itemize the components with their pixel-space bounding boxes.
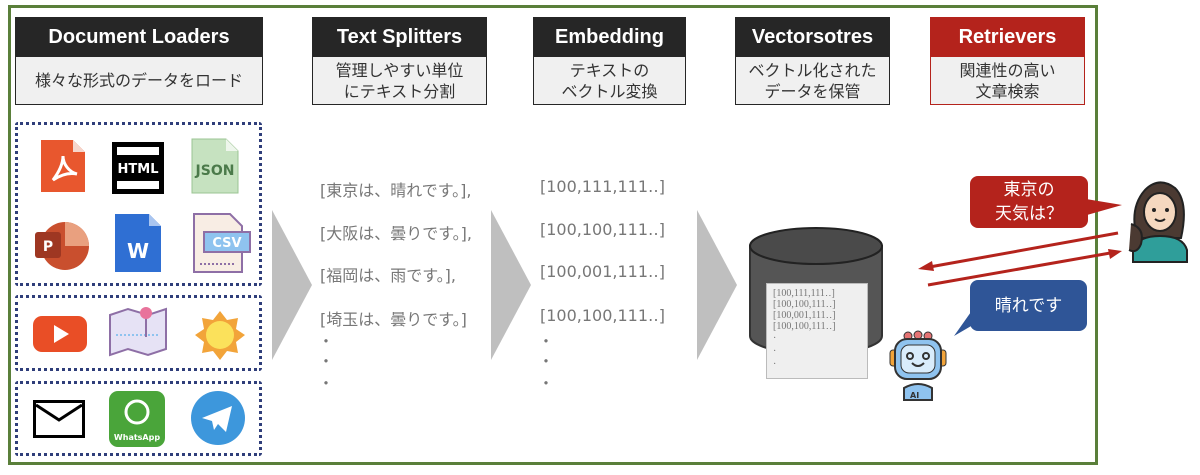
ai-robot-icon: AI bbox=[889, 330, 947, 401]
stage-embedding: Embedding テキストの ベクトル変換 bbox=[533, 17, 686, 105]
stage-retrievers: Retrievers 関連性の高い 文章検索 bbox=[930, 17, 1085, 105]
user-avatar-icon bbox=[1128, 181, 1188, 263]
csv-icon: CSV bbox=[193, 213, 251, 273]
media-sources-group bbox=[15, 295, 262, 371]
vector-row: [100,100,111‥] bbox=[540, 220, 665, 239]
stage-title: Document Loaders bbox=[15, 17, 263, 57]
ellipsis-dot: ・ bbox=[538, 332, 555, 351]
stage-title: Text Splitters bbox=[312, 17, 487, 57]
ellipsis-dot: ・ bbox=[318, 374, 335, 393]
stage-document-loaders: Document Loaders 様々な形式のデータをロード bbox=[15, 17, 263, 105]
stored-vectors-document: [100,111,111‥] [100,100,111‥] [100,001,1… bbox=[766, 283, 868, 379]
stage-title: Vectorsotres bbox=[735, 17, 890, 57]
word-icon: W bbox=[115, 214, 161, 272]
youtube-icon bbox=[33, 316, 87, 352]
stage-title: Retrievers bbox=[930, 17, 1085, 57]
json-label: JSON bbox=[195, 163, 235, 179]
flow-arrow-2 bbox=[491, 210, 531, 360]
html-label: HTML bbox=[118, 162, 159, 177]
text-chunk: [大阪は、曇りです。], bbox=[320, 224, 472, 243]
messaging-sources-group bbox=[15, 381, 262, 456]
flow-arrow-3 bbox=[697, 210, 737, 360]
ppt-label: P bbox=[43, 239, 53, 255]
document-sources-group bbox=[15, 122, 262, 286]
ellipsis-dot: ・ bbox=[318, 352, 335, 371]
powerpoint-icon: P bbox=[35, 222, 89, 270]
ellipsis-dot: ・ bbox=[538, 352, 555, 371]
stored-vector: [100,100,111‥] bbox=[773, 321, 836, 332]
stage-vectorstores: Vectorsotres ベクトル化された データを保管 bbox=[735, 17, 890, 105]
question-bubble: 東京の 天気は？ bbox=[970, 176, 1088, 228]
vector-row: [100,111,111‥] bbox=[540, 177, 665, 196]
stored-vector: [100,111,111‥] bbox=[773, 288, 835, 299]
text-chunk: [福岡は、雨です。], bbox=[320, 266, 456, 285]
mail-icon bbox=[33, 400, 85, 438]
json-icon: JSON bbox=[191, 138, 239, 194]
ellipsis-dot: ・ bbox=[538, 374, 555, 393]
vector-row: [100,100,111‥] bbox=[540, 306, 665, 325]
stored-vector: [100,100,111‥] bbox=[773, 299, 836, 310]
stage-desc: 関連性の高い 文章検索 bbox=[930, 57, 1085, 105]
ellipsis-dot: ・ bbox=[318, 332, 335, 351]
flow-arrow-1 bbox=[272, 210, 312, 360]
stage-desc: ベクトル化された データを保管 bbox=[735, 57, 890, 105]
answer-bubble: 晴れです bbox=[970, 280, 1087, 331]
query-response-arrows bbox=[918, 231, 1122, 287]
stored-vector: [100,001,111‥] bbox=[773, 310, 836, 321]
stage-text-splitters: Text Splitters 管理しやすい単位 にテキスト分割 bbox=[312, 17, 487, 105]
stage-desc: 管理しやすい単位 にテキスト分割 bbox=[312, 57, 487, 105]
stage-desc: テキストの ベクトル変換 bbox=[533, 57, 686, 105]
vector-row: [100,001,111‥] bbox=[540, 262, 665, 281]
csv-label: CSV bbox=[212, 236, 241, 251]
pdf-icon bbox=[41, 140, 85, 192]
stage-desc: 様々な形式のデータをロード bbox=[15, 57, 263, 105]
outer-frame bbox=[8, 5, 1098, 465]
whatsapp-icon: WhatsApp bbox=[109, 391, 165, 447]
map-icon bbox=[109, 307, 167, 357]
text-chunk: [埼玉は、曇りです。] bbox=[320, 310, 467, 329]
text-chunk: [東京は、晴れです。], bbox=[320, 181, 472, 200]
ai-label: AI bbox=[910, 391, 919, 400]
weather-sun-icon bbox=[195, 311, 245, 360]
word-label: W bbox=[127, 239, 149, 263]
question-bubble-tail bbox=[1080, 198, 1122, 217]
telegram-icon bbox=[191, 391, 245, 445]
html-icon: HTML bbox=[112, 142, 164, 194]
whatsapp-label: WhatsApp bbox=[114, 433, 160, 442]
stage-title: Embedding bbox=[533, 17, 686, 57]
